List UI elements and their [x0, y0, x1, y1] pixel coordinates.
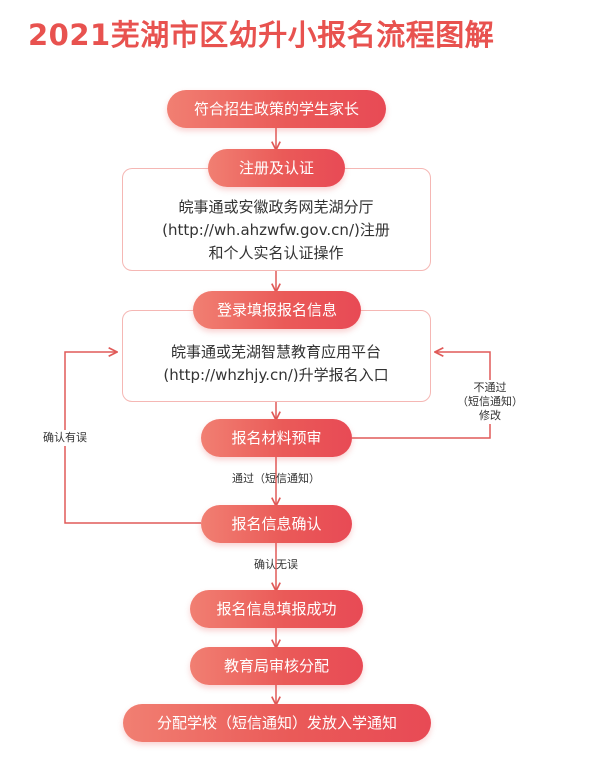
- step-fill-info: 登录填报报名信息: [193, 291, 361, 329]
- step-eligible-parents-label: 符合招生政策的学生家长: [193, 100, 359, 118]
- page-title: 2021芜湖市区幼升小报名流程图解: [28, 18, 495, 52]
- label-confirm-error: 确认有误: [41, 430, 89, 446]
- step-eligible-parents: 符合招生政策的学生家长: [167, 90, 386, 128]
- register-info-line2: (http://wh.ahzwfw.gov.cn/)注册: [162, 221, 390, 239]
- step-school-notice: 分配学校（短信通知）发放入学通知: [123, 704, 431, 742]
- step-bureau-review-label: 教育局审核分配: [223, 657, 329, 675]
- step-submit-success: 报名信息填报成功: [190, 590, 363, 628]
- register-info-line1: 皖事通或安徽政务网芜湖分厅: [178, 198, 374, 216]
- step-submit-success-label: 报名信息填报成功: [216, 600, 337, 618]
- label-review-fail-line3: 修改: [479, 409, 501, 422]
- signup-info-line2: (http://whzhjy.cn/)升学报名入口: [163, 366, 389, 384]
- step-fill-info-label: 登录填报报名信息: [216, 301, 337, 319]
- label-review-fail-line1: 不通过: [473, 381, 507, 394]
- step-pre-review-label: 报名材料预审: [231, 429, 322, 447]
- step-pre-review: 报名材料预审: [201, 419, 352, 457]
- label-pass: 通过（短信通知）: [232, 472, 320, 485]
- signup-info-line1: 皖事通或芜湖智慧教育应用平台: [170, 343, 381, 361]
- step-register-verify-label: 注册及认证: [238, 159, 314, 177]
- label-review-fail-line2: （短信通知）: [457, 395, 523, 408]
- label-confirm-ok: 确认无误: [254, 558, 298, 571]
- step-bureau-review: 教育局审核分配: [190, 647, 363, 685]
- step-school-notice-label: 分配学校（短信通知）发放入学通知: [156, 714, 397, 732]
- step-confirm-info-label: 报名信息确认: [231, 515, 322, 533]
- step-register-verify: 注册及认证: [208, 149, 345, 187]
- register-info-line3: 和个人实名认证操作: [208, 244, 344, 262]
- step-confirm-info: 报名信息确认: [201, 505, 352, 543]
- label-review-fail: 不通过 （短信通知） 修改: [455, 380, 525, 424]
